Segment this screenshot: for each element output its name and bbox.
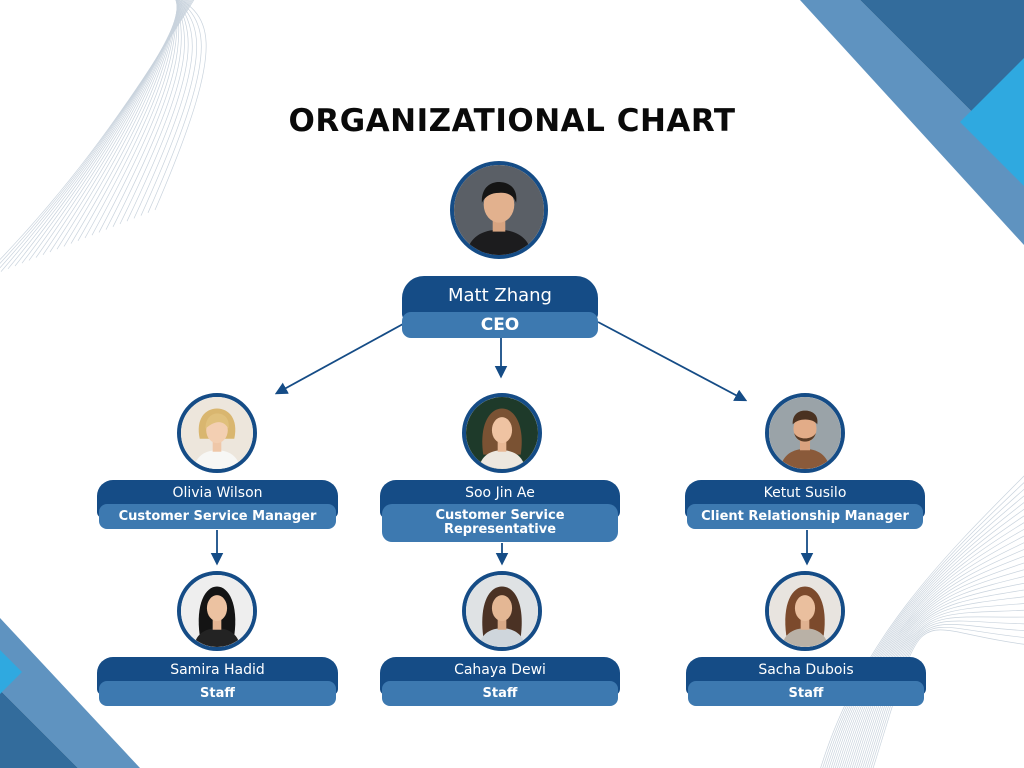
manager-photo-ketut-susilo (765, 393, 845, 473)
manager-photo-soo-jin-ae (462, 393, 542, 473)
woman-dark-hair-portrait-icon (181, 575, 253, 647)
woman-blonde-portrait-icon (181, 397, 253, 469)
staff-role: Staff (382, 681, 618, 706)
woman-auburn-portrait-icon (769, 575, 841, 647)
top-right-band-dark (860, 0, 1024, 164)
bottom-left-accent (0, 650, 22, 694)
staff-card-samira-hadid: Samira Hadid Staff (97, 657, 338, 707)
man-portrait-icon (454, 165, 544, 255)
bottom-left-band-dark (0, 690, 78, 768)
manager-role: Customer Service Manager (99, 504, 336, 529)
staff-card-cahaya-dewi: Cahaya Dewi Staff (380, 657, 620, 707)
manager-role: Customer Service Representative (382, 504, 618, 542)
woman-long-hair-portrait-icon (466, 575, 538, 647)
staff-photo-samira-hadid (177, 571, 257, 651)
staff-photo-sacha-dubois (765, 571, 845, 651)
manager-photo-olivia-wilson (177, 393, 257, 473)
staff-role: Staff (99, 681, 336, 706)
ceo-role: CEO (402, 312, 598, 338)
manager-card-olivia-wilson: Olivia Wilson Customer Service Manager (97, 480, 338, 530)
top-left-wave-lines (0, 0, 207, 272)
ceo-photo (450, 161, 548, 259)
staff-card-sacha-dubois: Sacha Dubois Staff (686, 657, 926, 707)
manager-role: Client Relationship Manager (687, 504, 923, 529)
manager-card-ketut-susilo: Ketut Susilo Client Relationship Manager (685, 480, 925, 530)
woman-brunette-portrait-icon (466, 397, 538, 469)
connector-ceo-to-right-manager (597, 321, 748, 402)
connector-ceo-to-left-manager (274, 323, 404, 395)
man-bearded-portrait-icon (769, 397, 841, 469)
manager-card-soo-jin-ae: Soo Jin Ae Customer Service Representati… (380, 480, 620, 542)
chart-title: ORGANIZATIONAL CHART (288, 103, 736, 139)
staff-role: Staff (688, 681, 924, 706)
staff-photo-cahaya-dewi (462, 571, 542, 651)
ceo-card: Matt Zhang CEO (402, 276, 598, 338)
